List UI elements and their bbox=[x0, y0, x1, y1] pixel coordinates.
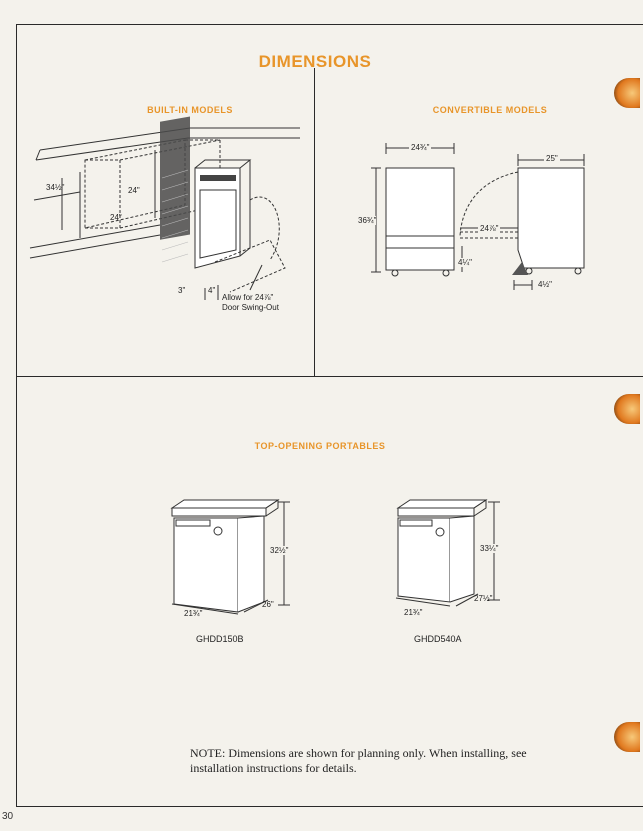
convertible-swing-dim: 24⅞" bbox=[478, 224, 501, 233]
convertible-heading: CONVERTIBLE MODELS bbox=[432, 105, 548, 115]
portable2-height-dim: 33¼" bbox=[480, 544, 499, 553]
page-number: 30 bbox=[2, 811, 14, 822]
convertible-toe-dim: 4¼" bbox=[458, 258, 472, 267]
portable1-model-name: GHDD150B bbox=[196, 634, 244, 644]
side-tab-icon bbox=[614, 722, 640, 752]
left-border bbox=[16, 24, 17, 806]
builtin-heading: BUILT-IN MODELS bbox=[147, 105, 233, 115]
portable1-height-dim: 32½" bbox=[270, 546, 289, 555]
convertible-front-width-dim: 24¾" bbox=[409, 143, 432, 152]
top-border bbox=[16, 24, 643, 25]
portable2-depth-dim: 27½" bbox=[474, 594, 493, 603]
convertible-side-toe-dim: 4½" bbox=[538, 280, 552, 289]
column-divider bbox=[314, 68, 315, 376]
page-title: DIMENSIONS bbox=[258, 52, 372, 71]
portable1-width-dim: 21¾" bbox=[184, 609, 203, 618]
builtin-swing-line2: Door Swing-Out bbox=[222, 303, 279, 312]
builtin-width-dim: 24" bbox=[110, 213, 122, 222]
bottom-border bbox=[16, 806, 643, 807]
convertible-height-dim: 36¾" bbox=[358, 216, 377, 225]
portables-heading: TOP-OPENING PORTABLES bbox=[254, 441, 386, 451]
section-divider bbox=[16, 376, 643, 377]
portable2-width-dim: 21¾" bbox=[404, 608, 423, 617]
side-tab-icon bbox=[614, 78, 640, 108]
portable2-model-name: GHDD540A bbox=[414, 634, 462, 644]
convertible-side-depth-dim: 25" bbox=[544, 154, 560, 163]
portable1-depth-dim: 26" bbox=[262, 600, 274, 609]
planning-note: NOTE: Dimensions are shown for planning … bbox=[190, 746, 527, 775]
builtin-bottom-a-dim: 3" bbox=[178, 286, 186, 295]
side-tab-icon bbox=[614, 394, 640, 424]
builtin-depth-dim: 24" bbox=[128, 186, 140, 195]
builtin-swing-line1: Allow for 24⅞" bbox=[222, 293, 274, 302]
builtin-bottom-b-dim: 4" bbox=[208, 286, 216, 295]
builtin-height-dim: 34½" bbox=[46, 183, 65, 192]
